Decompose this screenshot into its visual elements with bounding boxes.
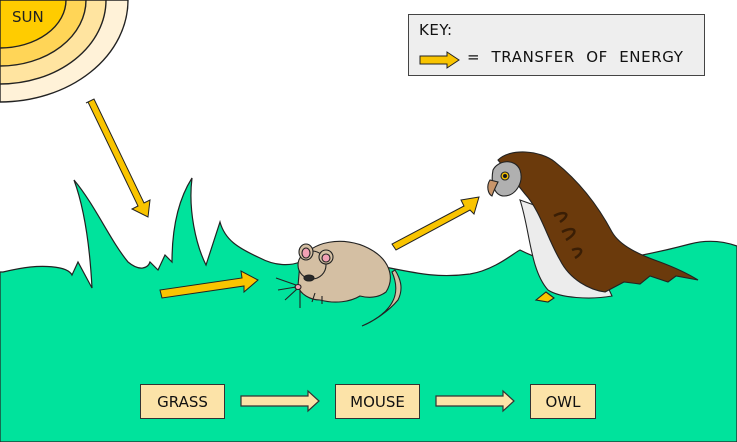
legend-key: KEY: = TRANSFER OF ENERGY <box>408 14 705 76</box>
key-title: KEY: <box>419 21 453 39</box>
chain-node-grass: GRASS <box>140 384 225 419</box>
energy-arrow-sun-to-grass <box>85 98 151 218</box>
energy-arrow-icon <box>419 51 460 69</box>
energy-arrow-grass-to-mouse <box>159 270 259 299</box>
owl-illustration <box>487 151 699 303</box>
sun-label: SUN <box>12 8 44 26</box>
mouse-illustration <box>275 240 402 327</box>
chain-node-owl: OWL <box>530 384 596 419</box>
sun <box>0 0 129 103</box>
chain-arrow-grass-to-mouse <box>240 389 320 413</box>
key-entry-text: = TRANSFER OF ENERGY <box>467 48 684 66</box>
chain-arrow-mouse-to-owl <box>435 389 515 413</box>
energy-arrow-mouse-to-owl <box>391 196 480 251</box>
chain-node-mouse: MOUSE <box>335 384 420 419</box>
